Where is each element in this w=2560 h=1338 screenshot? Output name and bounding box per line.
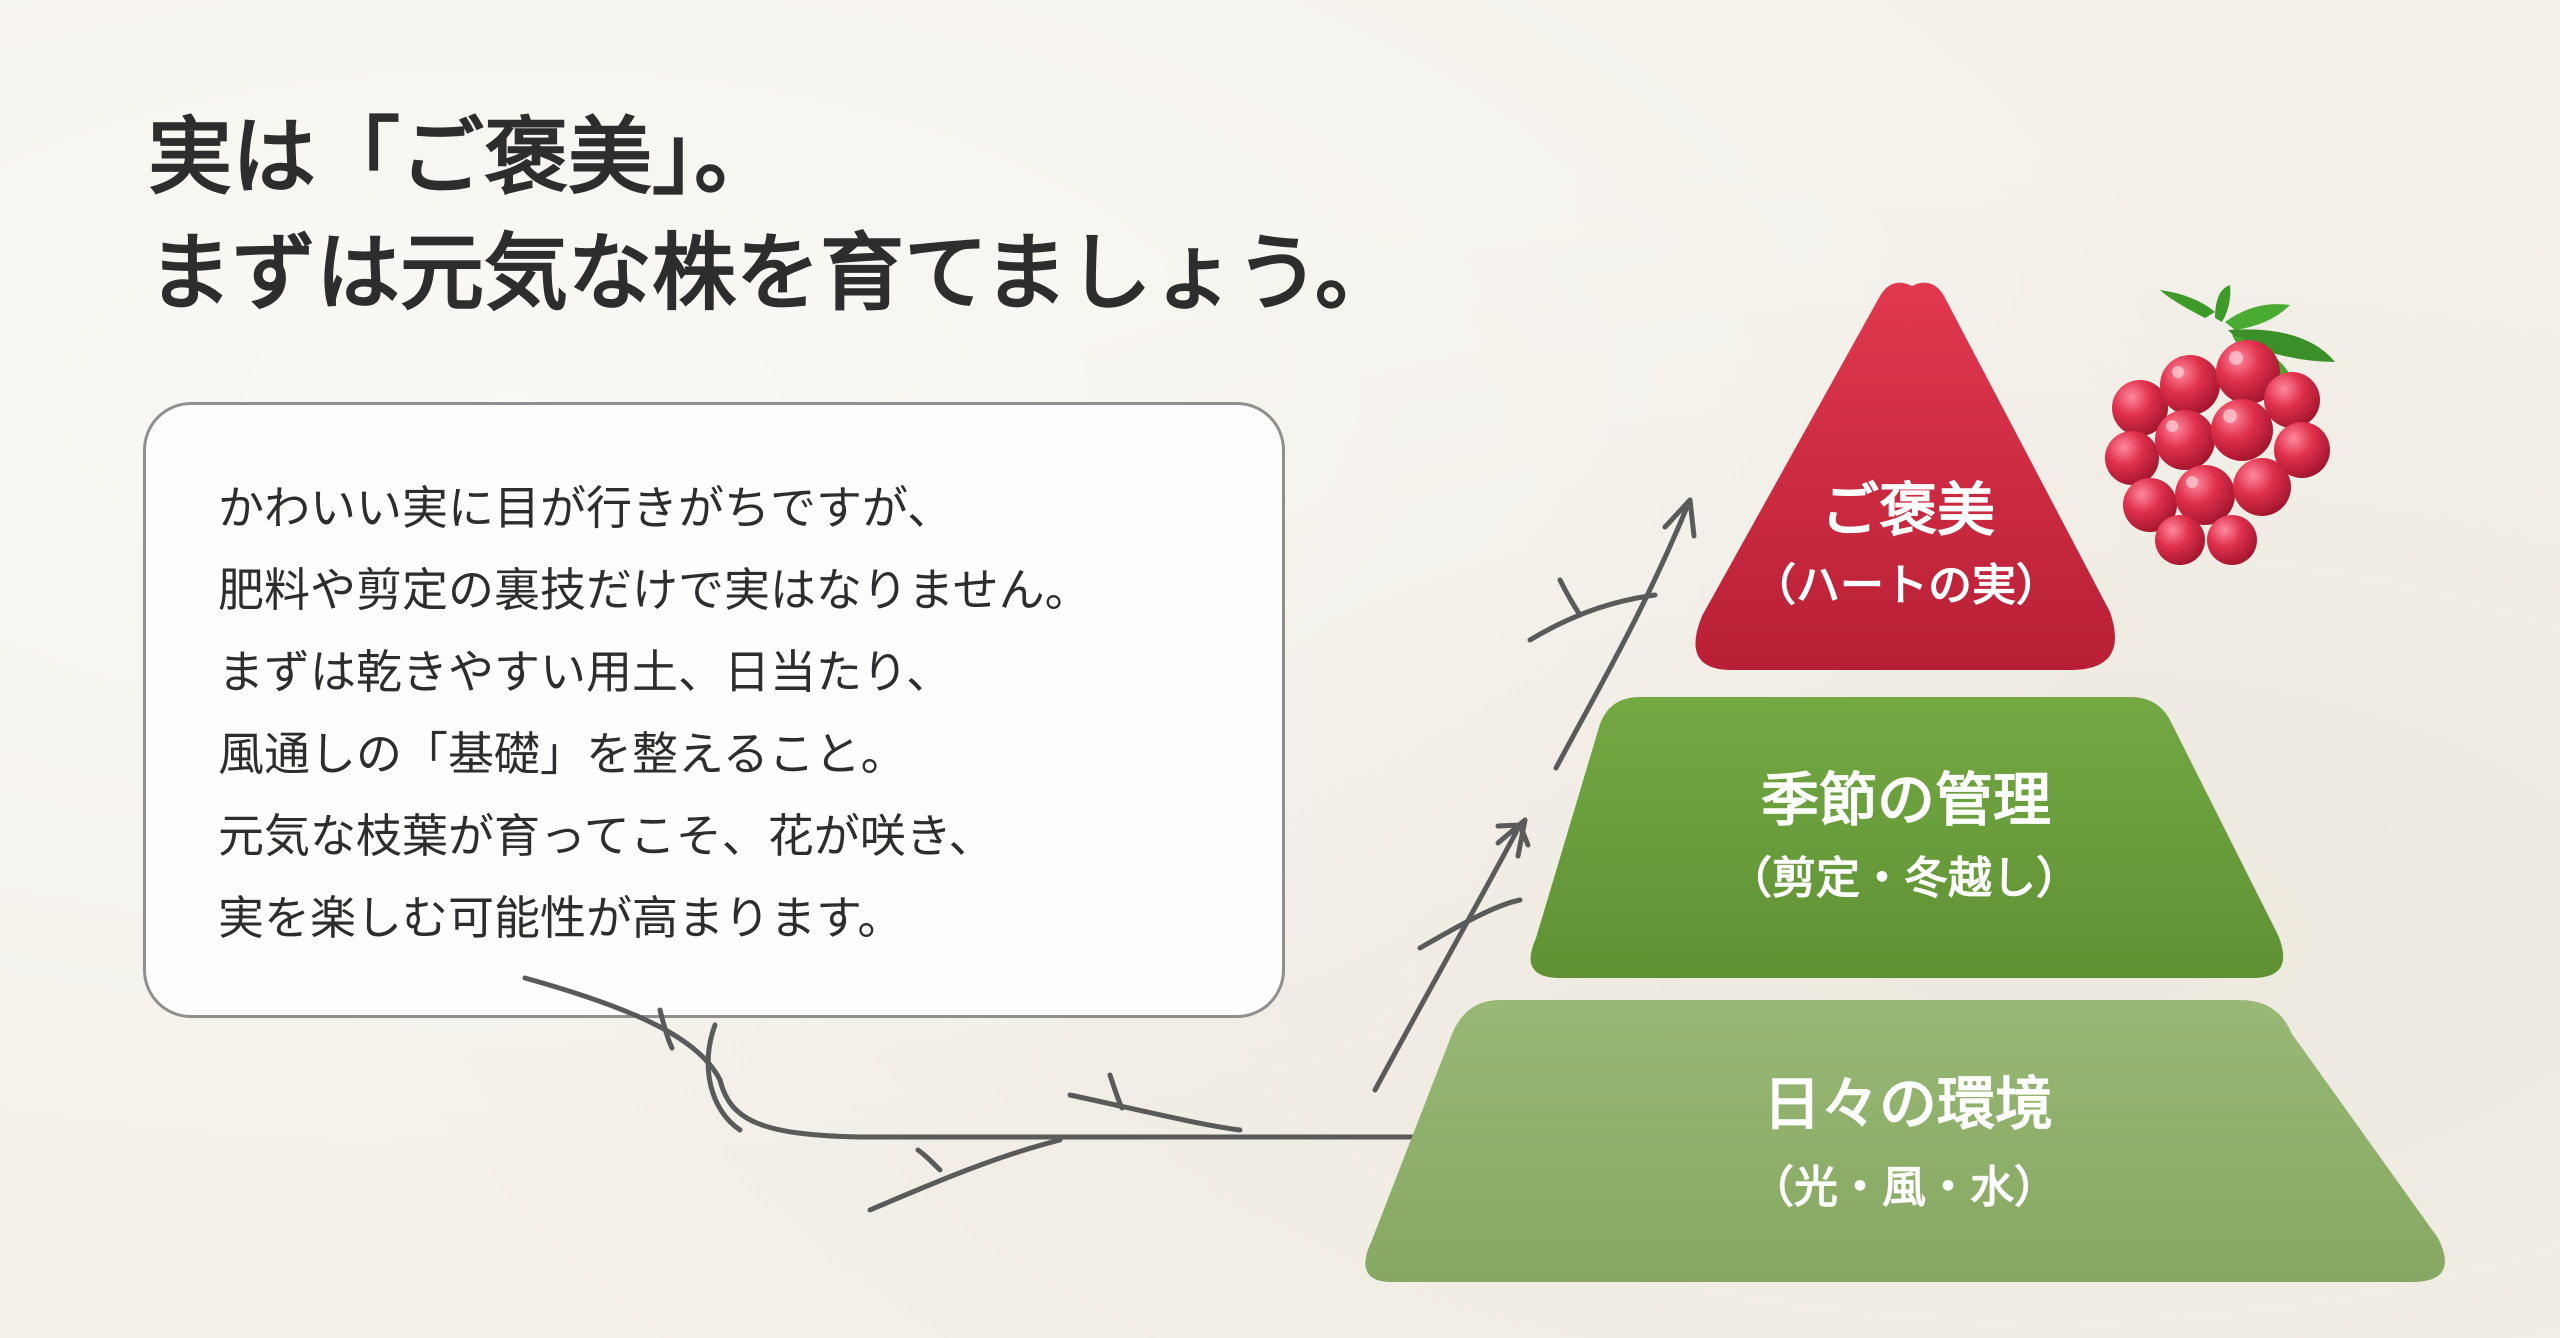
headline-line-2: まずは元気な株を育てましょう。 [148, 223, 1399, 322]
tier-top-title: ご褒美 [1821, 476, 1995, 544]
pyramid-tier-middle [1530, 697, 2284, 978]
note-line-1: かわいい実に目が行きがちですが、 [218, 481, 954, 535]
tier-top-subtitle: （ハートの実） [1752, 560, 2060, 611]
note-line-4: 風通しの「基礎」を整えること。 [218, 727, 907, 781]
explanation-box: かわいい実に目が行きがちですが、 肥料や剪定の裏技だけで実はなりません。 まずは… [143, 402, 1285, 1018]
tier-bottom-subtitle: （光・風・水） [1750, 1162, 2058, 1213]
tier-middle-subtitle: （剪定・冬越し） [1728, 853, 2080, 904]
raspberry-icon [2105, 285, 2335, 565]
headline-line-1: 実は「ご褒美」。 [148, 108, 779, 206]
branch-arrows [522, 497, 1697, 1213]
tier-middle-title: 季節の管理 [1761, 766, 2051, 834]
note-line-2: 肥料や剪定の裏技だけで実はなりません。 [218, 563, 1091, 617]
pyramid-tier-bottom [1365, 1000, 2445, 1282]
note-line-3: まずは乾きやすい用土、日当たり、 [218, 645, 953, 699]
note-line-5: 元気な枝葉が育ってこそ、花が咲き、 [218, 809, 995, 863]
tier-bottom-title: 日々の環境 [1763, 1070, 2053, 1138]
headline: 実は「ご褒美」。 まずは元気な株を育てましょう。 [148, 100, 1399, 332]
note-line-6: 実を楽しむ可能性が高まります。 [218, 891, 904, 945]
pyramid-tier-top [1695, 282, 2115, 670]
